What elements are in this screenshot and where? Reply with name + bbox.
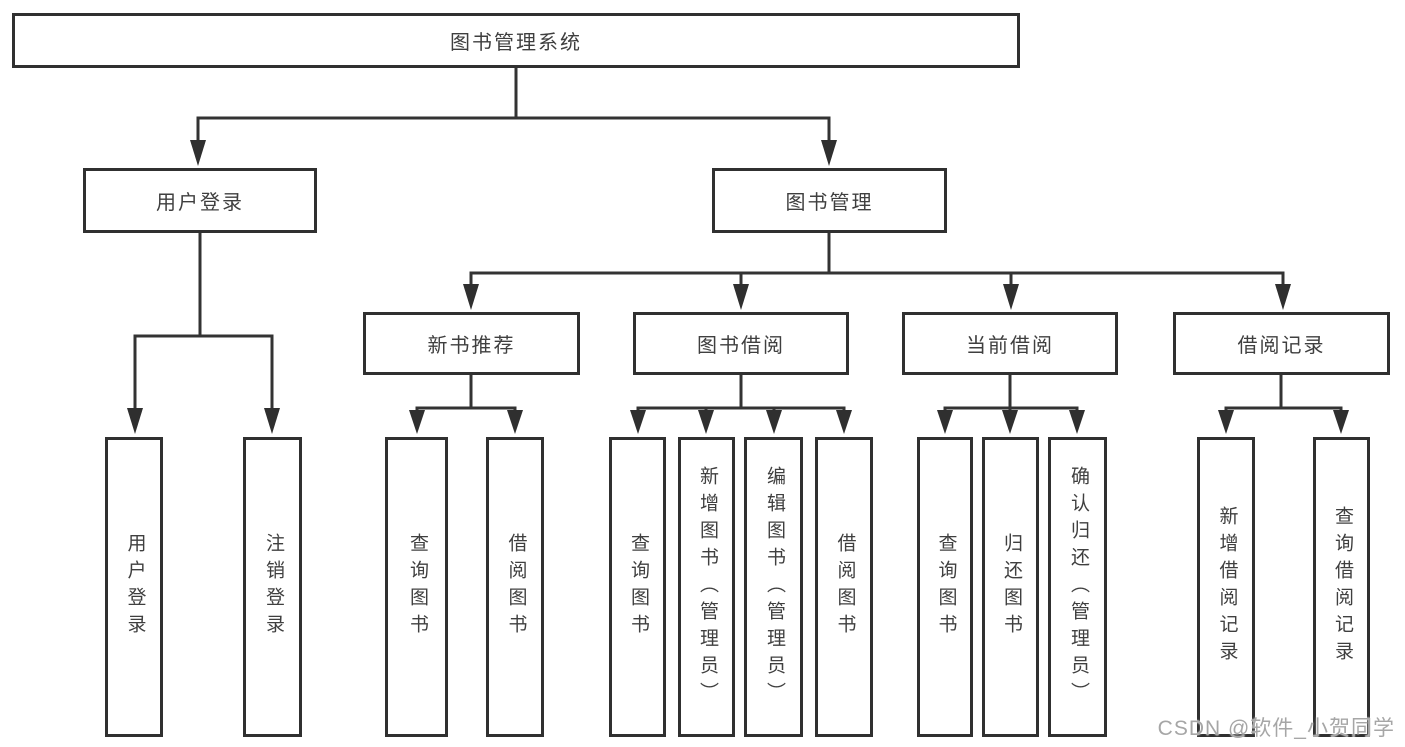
leaf-query-books-current: 查询图书 — [917, 437, 973, 737]
leaf-logout: 注销登录 — [243, 437, 302, 737]
node-label: 新书推荐 — [427, 335, 516, 357]
connector-book-borrow-to-leaves — [630, 371, 852, 434]
arrowhead — [821, 140, 837, 166]
arrowhead — [733, 284, 749, 310]
leaf-label: 新增图书（管理员） — [696, 465, 718, 709]
connector-new-book-recommend-to-leaves — [409, 371, 523, 434]
node-new-book-recommend: 新书推荐 — [363, 312, 580, 375]
leaf-label: 确认归还（管理员） — [1067, 465, 1089, 709]
arrowhead — [1003, 284, 1019, 310]
arrowhead — [1002, 410, 1018, 434]
arrowhead — [463, 284, 479, 310]
arrowhead — [1275, 284, 1291, 310]
node-current-borrow: 当前借阅 — [902, 312, 1118, 375]
leaf-add-borrow-record: 新增借阅记录 — [1197, 437, 1255, 737]
leaf-user-login: 用户登录 — [105, 437, 163, 737]
leaf-label: 查询图书 — [935, 533, 957, 641]
node-label: 借阅记录 — [1237, 335, 1326, 357]
arrowhead — [1333, 410, 1349, 434]
node-label: 图书管理系统 — [450, 32, 582, 54]
leaf-label: 归还图书 — [1000, 533, 1022, 641]
node-label: 用户登录 — [156, 192, 244, 214]
leaf-return-books: 归还图书 — [982, 437, 1039, 737]
leaf-add-books-admin: 新增图书（管理员） — [678, 437, 735, 737]
leaf-borrow-books: 借阅图书 — [815, 437, 873, 737]
arrowhead — [127, 408, 143, 434]
leaf-label: 借阅图书 — [834, 533, 856, 641]
csdn-watermark: CSDN @软件_小贺同学 — [1157, 717, 1395, 740]
arrowhead — [264, 408, 280, 434]
arrowhead — [1218, 410, 1234, 434]
arrowhead — [630, 410, 646, 434]
arrowhead — [507, 410, 523, 434]
node-borrow-records: 借阅记录 — [1173, 312, 1390, 375]
leaf-label: 查询图书 — [406, 533, 428, 641]
leaf-label: 编辑图书（管理员） — [763, 465, 785, 709]
leaf-confirm-return-admin: 确认归还（管理员） — [1048, 437, 1107, 737]
leaf-query-books-recommend: 查询图书 — [385, 437, 448, 737]
connector-root-to-level2 — [190, 64, 837, 166]
connector-current-borrow-to-leaves — [937, 371, 1085, 434]
connector-borrow-records-to-leaves — [1218, 371, 1349, 434]
arrowhead — [937, 410, 953, 434]
node-label: 图书借阅 — [697, 335, 785, 357]
node-book-management: 图书管理 — [712, 168, 947, 233]
leaf-label: 查询借阅记录 — [1331, 506, 1353, 668]
arrowhead — [409, 410, 425, 434]
connector-book-management-to-level3 — [463, 229, 1291, 310]
leaf-edit-books-admin: 编辑图书（管理员） — [744, 437, 803, 737]
arrowhead — [766, 410, 782, 434]
node-book-borrow: 图书借阅 — [633, 312, 849, 375]
arrowhead — [1069, 410, 1085, 434]
node-library-management-system: 图书管理系统 — [12, 13, 1020, 68]
node-label: 图书管理 — [785, 192, 874, 214]
leaf-label: 新增借阅记录 — [1216, 506, 1238, 668]
leaf-label: 注销登录 — [262, 533, 284, 641]
leaf-label: 用户登录 — [124, 533, 146, 641]
arrowhead — [190, 140, 206, 166]
arrowhead — [698, 410, 714, 434]
leaf-query-books-borrow: 查询图书 — [609, 437, 666, 737]
leaf-label: 查询图书 — [627, 533, 649, 641]
arrowhead — [836, 410, 852, 434]
node-label: 当前借阅 — [966, 335, 1054, 357]
node-user-login: 用户登录 — [83, 168, 317, 233]
leaf-borrow-books-recommend: 借阅图书 — [486, 437, 544, 737]
leaf-label: 借阅图书 — [505, 533, 527, 641]
leaf-query-borrow-record: 查询借阅记录 — [1313, 437, 1370, 737]
connector-user-login-to-leaves — [127, 229, 280, 434]
